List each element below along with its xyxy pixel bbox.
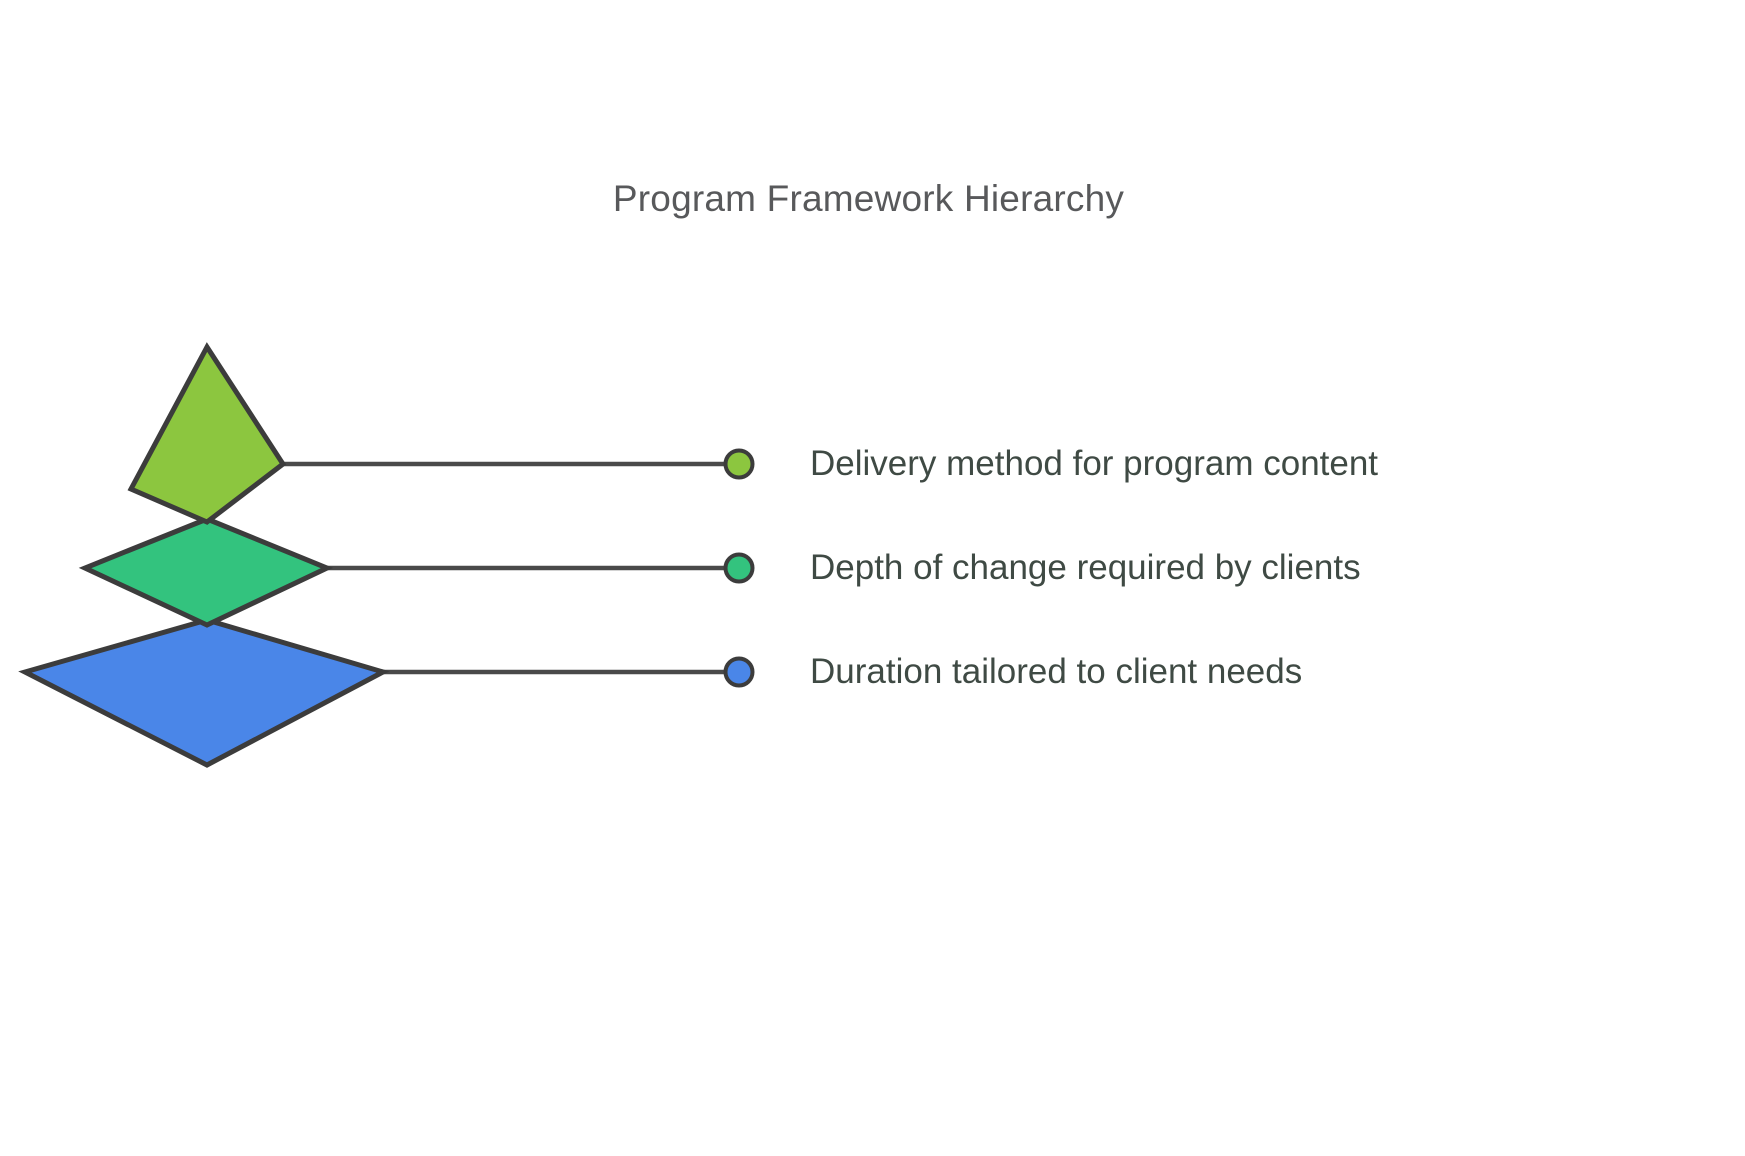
pyramid-layer-delivery-method[interactable] (127, 342, 287, 525)
endpoint-marker-layer-1[interactable] (723, 448, 755, 480)
layer-label-depth-of-change: Depth of change required by clients (810, 548, 1361, 587)
endpoint-marker-layer-3[interactable] (723, 656, 755, 688)
pyramid-layer-duration[interactable] (18, 617, 390, 768)
layer-label-delivery-method: Delivery method for program content (810, 444, 1379, 483)
pyramid-layer-depth-of-change[interactable] (78, 516, 334, 628)
page-title: Program Framework Hierarchy (612, 178, 1125, 219)
endpoint-marker-layer-2[interactable] (723, 552, 755, 584)
layer-label-duration: Duration tailored to client needs (810, 652, 1303, 691)
